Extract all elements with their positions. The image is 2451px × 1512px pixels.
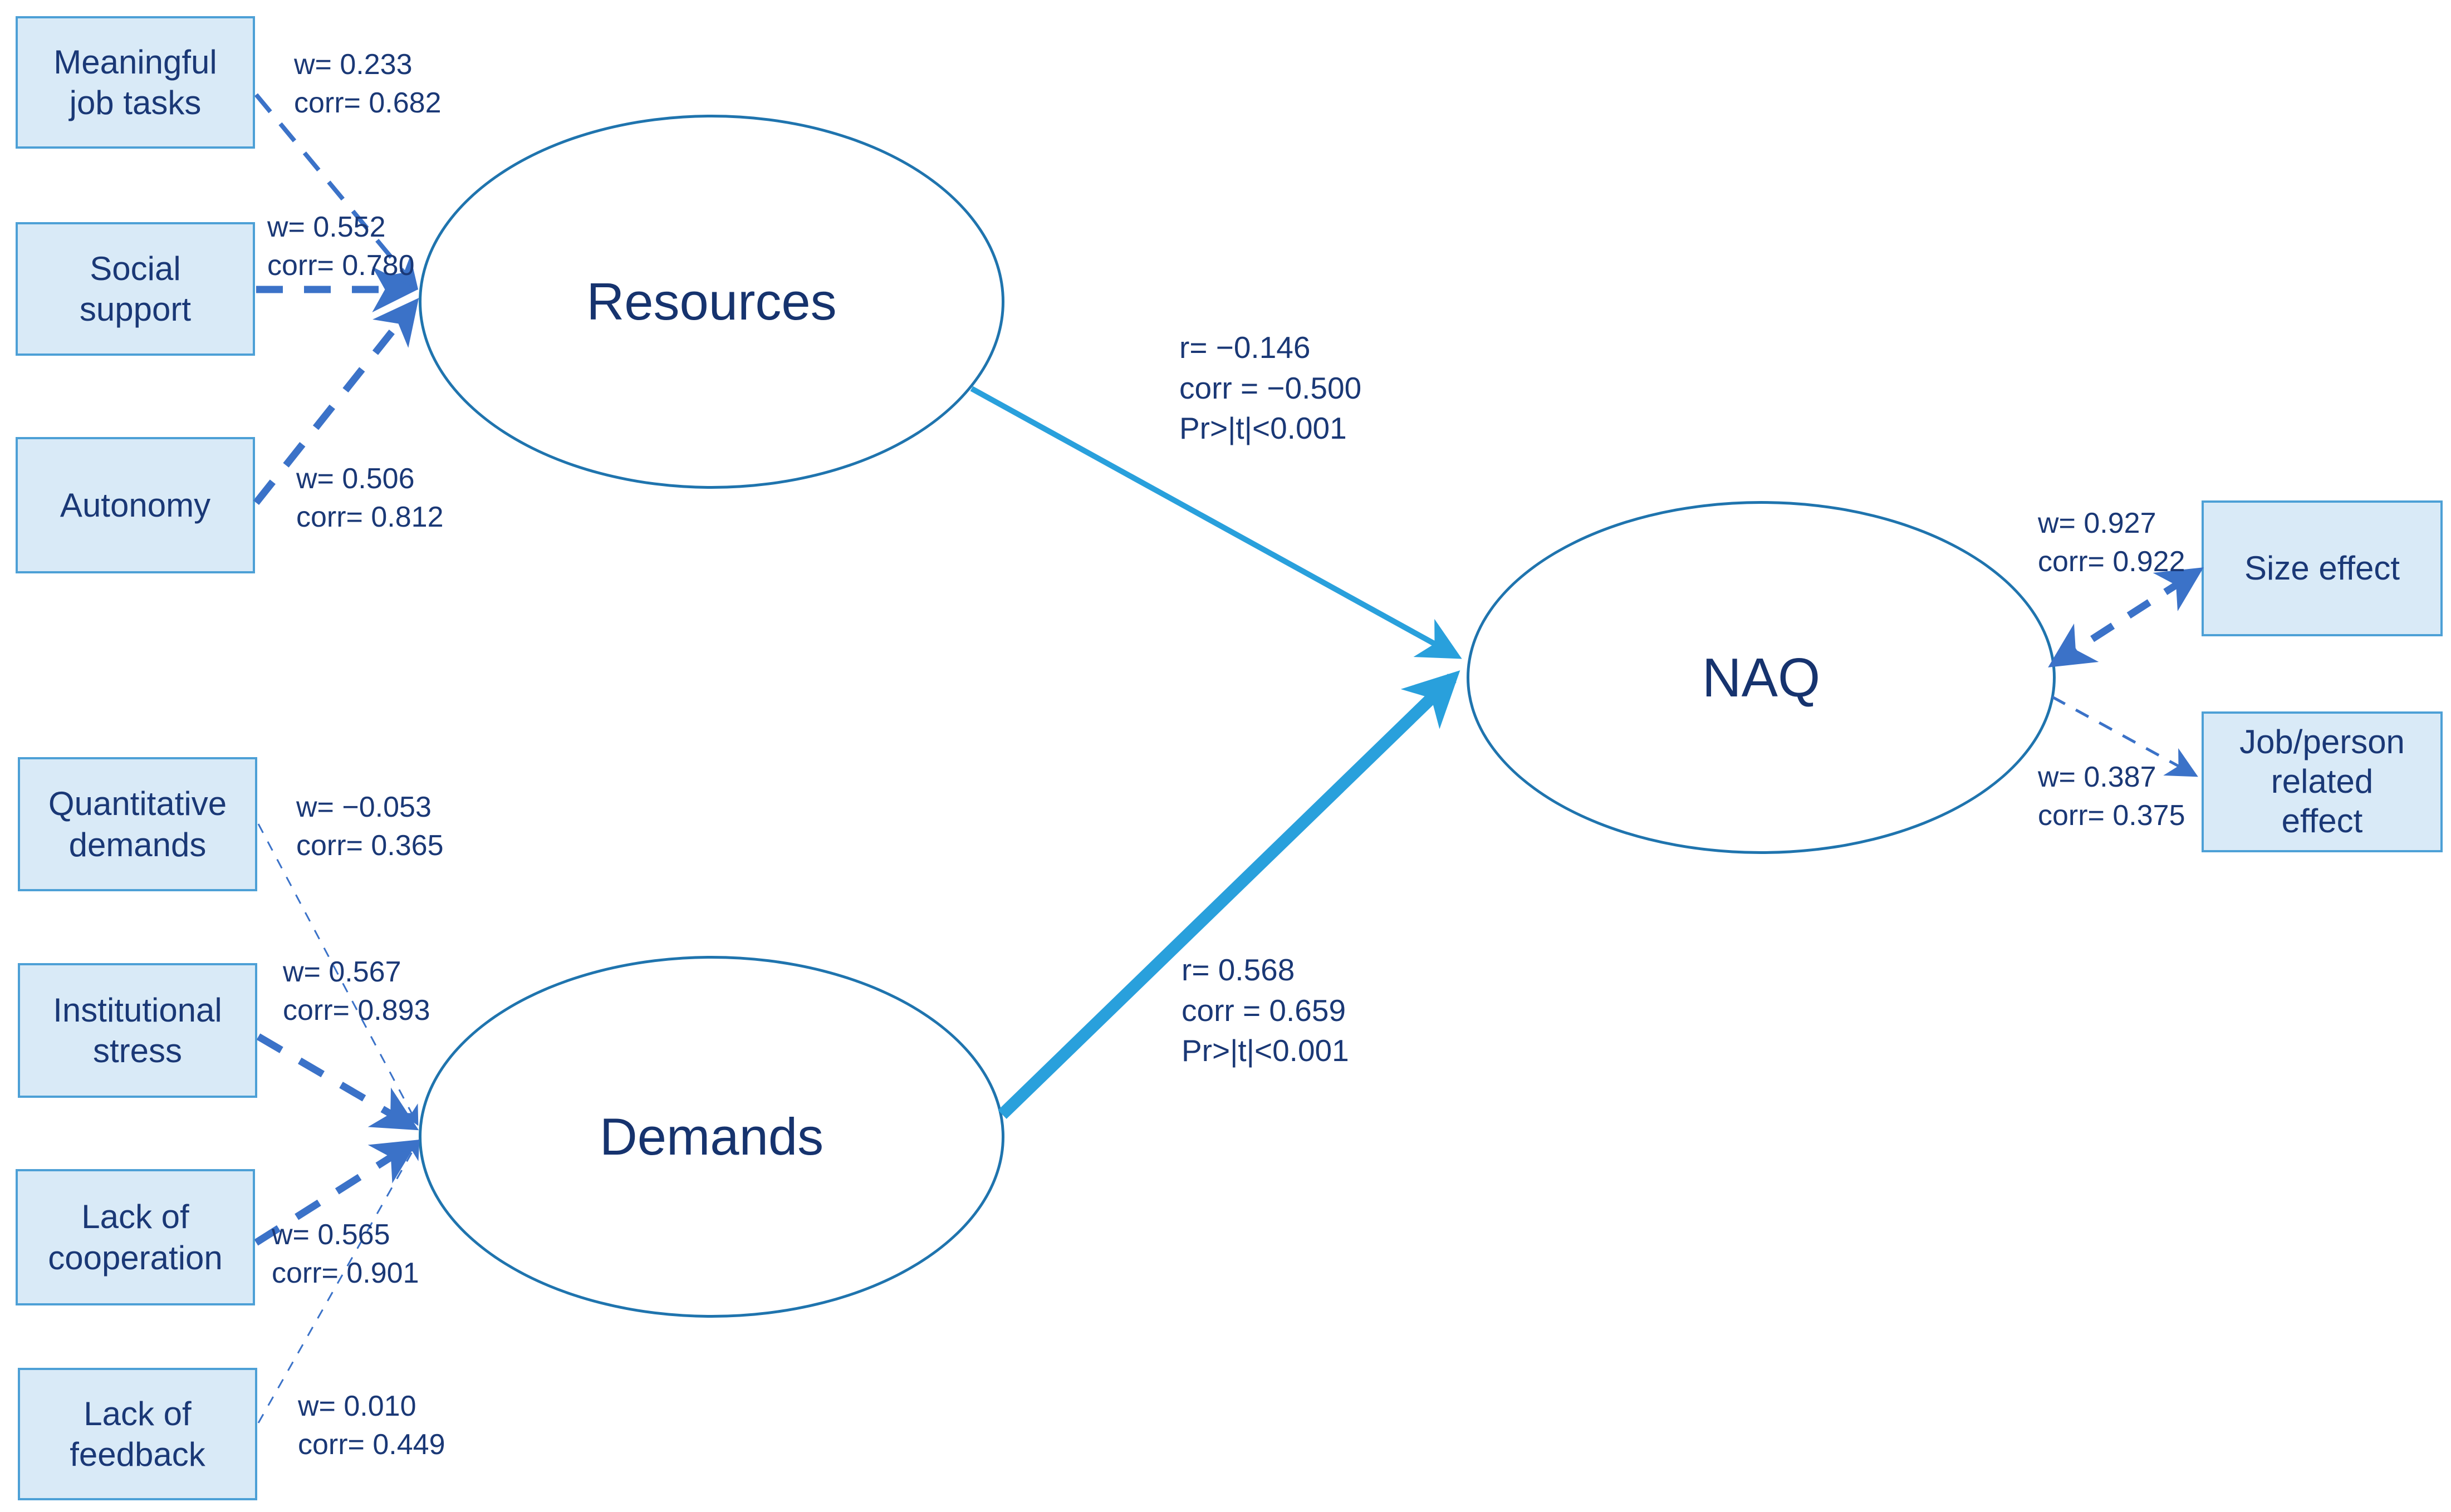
weight-value: w= 0.010 — [298, 1390, 416, 1422]
weight-label-meaningful-job-tasks: w= 0.233 corr= 0.682 — [294, 46, 442, 122]
weight-value: w= 0.567 — [283, 956, 401, 988]
corr-value: corr= 0.922 — [2038, 546, 2185, 578]
path-r-value: r= −0.146 — [1179, 330, 1311, 365]
latent-ellipse-naq: NAQ — [1467, 501, 2056, 854]
arrow-naq-to-size-effect — [2048, 567, 2204, 667]
indicator-box-job-person-related-effect: Job/person related effect — [2202, 711, 2443, 852]
latent-ellipse-resources: Resources — [419, 115, 1004, 489]
weight-label-social-support: w= 0.552 corr= 0.780 — [267, 208, 415, 285]
weight-value: w= 0.565 — [272, 1219, 390, 1251]
indicator-box-size-effect: Size effect — [2202, 500, 2443, 636]
corr-value: corr= 0.365 — [296, 829, 444, 862]
weight-value: w= 0.927 — [2038, 507, 2156, 539]
indicator-box-lack-of-cooperation: Lack of cooperation — [16, 1169, 255, 1305]
indicator-box-social-support: Social support — [16, 222, 255, 356]
weight-label-institutional-stress: w= 0.567 corr= 0.893 — [283, 953, 430, 1030]
latent-ellipse-demands: Demands — [419, 956, 1004, 1318]
path-r-value: r= 0.568 — [1182, 953, 1295, 987]
path-label-resources-to-naq: r= −0.146 corr = −0.500 Pr>|t|<0.001 — [1179, 327, 1361, 449]
path-p-value: Pr>|t|<0.001 — [1179, 411, 1347, 446]
weight-label-size-effect: w= 0.927 corr= 0.922 — [2038, 504, 2185, 581]
indicator-box-institutional-stress: Institutional stress — [18, 963, 257, 1098]
corr-value: corr= 0.893 — [283, 994, 430, 1027]
weight-label-lack-of-cooperation: w= 0.565 corr= 0.901 — [272, 1216, 419, 1293]
corr-value: corr= 0.449 — [298, 1428, 445, 1461]
weight-value: w= 0.233 — [294, 48, 413, 81]
indicator-box-lack-of-feedback: Lack of feedback — [18, 1368, 257, 1500]
corr-value: corr= 0.780 — [267, 249, 415, 282]
corr-value: corr= 0.812 — [296, 501, 444, 534]
weight-value: w= 0.506 — [296, 463, 415, 495]
path-p-value: Pr>|t|<0.001 — [1182, 1033, 1349, 1068]
weight-value: w= −0.053 — [296, 791, 432, 823]
indicator-box-meaningful-job-tasks: Meaningful job tasks — [16, 16, 255, 149]
indicator-box-quantitative-demands: Quantitative demands — [18, 757, 257, 891]
weight-label-job-person-related-effect: w= 0.387 corr= 0.375 — [2038, 758, 2185, 835]
corr-value: corr= 0.901 — [272, 1257, 419, 1290]
corr-value: corr= 0.375 — [2038, 799, 2185, 832]
path-label-demands-to-naq: r= 0.568 corr = 0.659 Pr>|t|<0.001 — [1182, 950, 1349, 1071]
weight-value: w= 0.387 — [2038, 761, 2156, 793]
path-corr-value: corr = 0.659 — [1182, 993, 1346, 1028]
weight-label-lack-of-feedback: w= 0.010 corr= 0.449 — [298, 1387, 445, 1464]
weight-value: w= 0.552 — [267, 211, 386, 243]
arrow-institutional-stress-to-demands — [256, 1033, 419, 1131]
weight-label-autonomy: w= 0.506 corr= 0.812 — [296, 460, 444, 537]
path-corr-value: corr = −0.500 — [1179, 370, 1362, 405]
indicator-box-autonomy: Autonomy — [16, 437, 255, 573]
weight-label-quantitative-demands: w= −0.053 corr= 0.365 — [296, 788, 444, 865]
corr-value: corr= 0.682 — [294, 87, 442, 120]
